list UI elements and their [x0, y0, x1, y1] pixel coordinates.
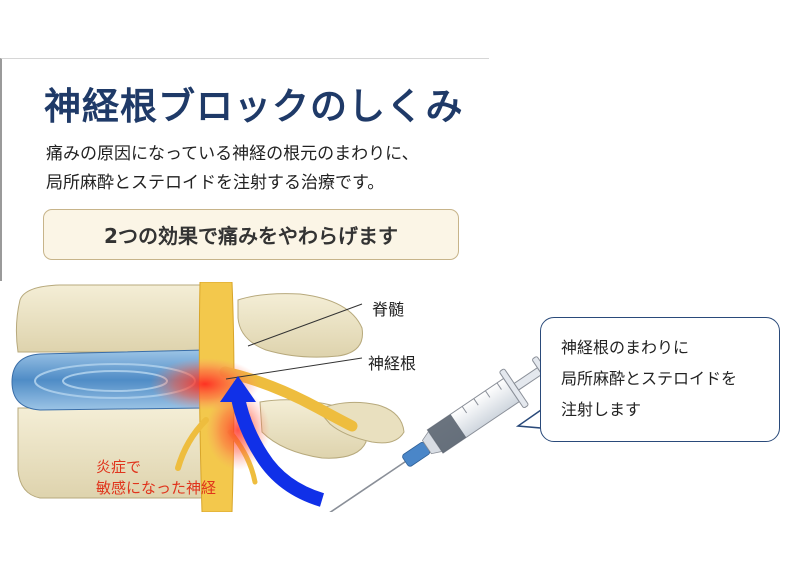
label-spinal-cord: 脊髄	[372, 300, 405, 319]
callout-line-3: 注射します	[561, 400, 642, 419]
effect-box: 2つの効果で痛みをやわらげます	[43, 209, 459, 260]
label-nerve-root: 神経根	[368, 354, 417, 373]
label-inflamed-line-1: 炎症で	[96, 458, 142, 476]
callout-line-1: 神経根のまわりに	[561, 338, 690, 357]
description-line-2: 局所麻酔とステロイドを注射する治療です。	[46, 173, 385, 193]
label-inflamed-line-2: 敏感になった神経	[96, 479, 217, 497]
upper-vertebra	[15, 284, 223, 353]
page-title: 神経根ブロックのしくみ	[44, 85, 464, 128]
description: 痛みの原因になっている神経の根元のまわりに、 局所麻酔とステロイドを注射する治療…	[46, 140, 419, 198]
facet-joint	[237, 293, 363, 358]
callout-bubble: 神経根のまわりに 局所麻酔とステロイドを 注射します	[540, 317, 780, 442]
injection-path-arrow	[231, 396, 325, 507]
label-inflamed-nerve: 炎症で 敏感になった神経	[96, 457, 216, 499]
syringe	[328, 356, 553, 512]
callout-line-2: 局所麻酔とステロイドを	[561, 369, 738, 388]
spine-illustration	[11, 282, 553, 512]
description-line-1: 痛みの原因になっている神経の根元のまわりに、	[46, 144, 419, 164]
